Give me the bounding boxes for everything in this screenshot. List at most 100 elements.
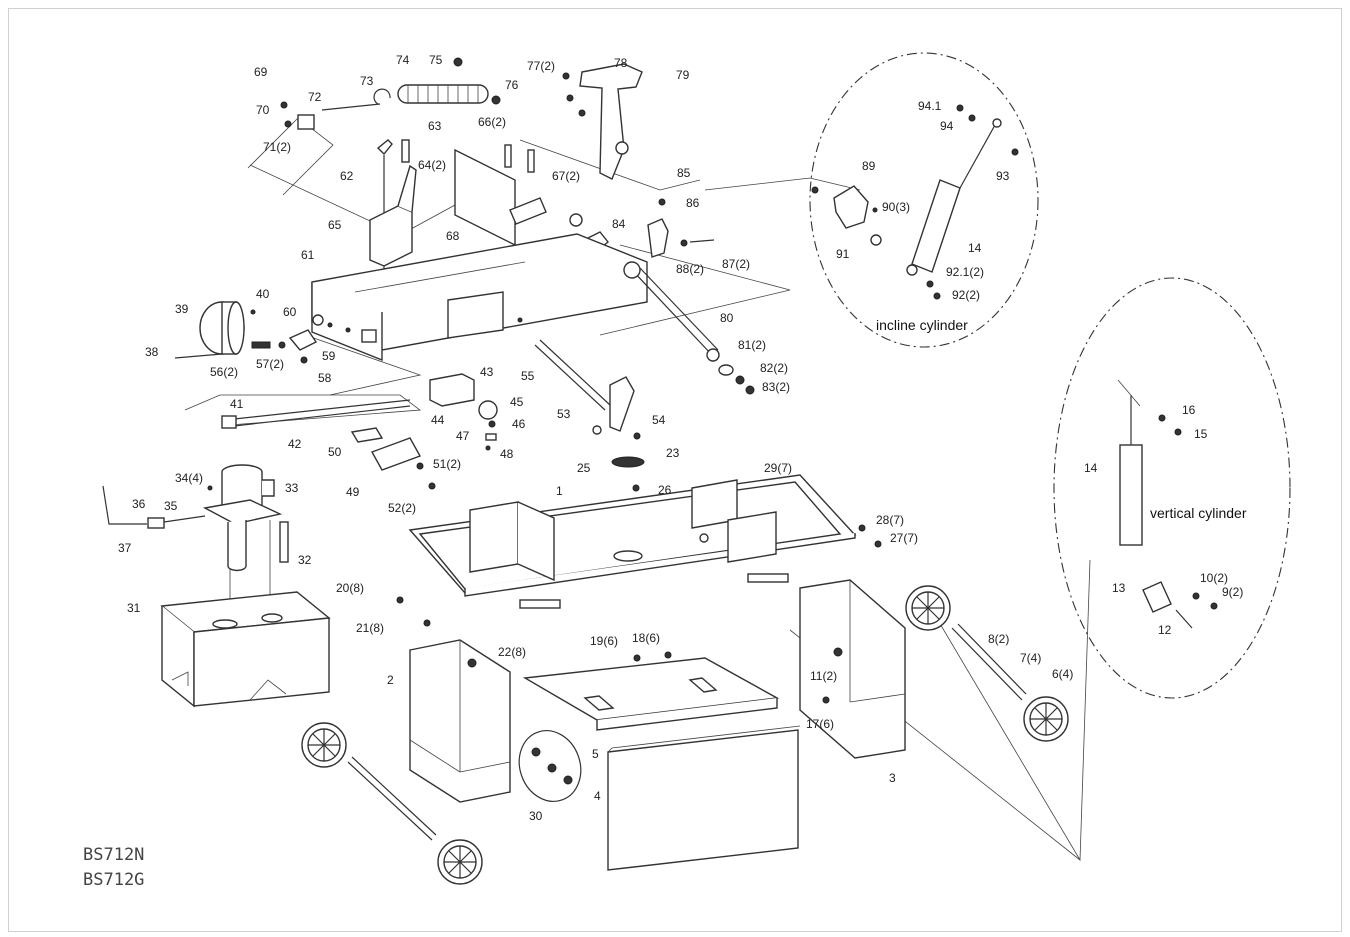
label-69: 69	[254, 65, 268, 79]
label-46: 46	[512, 417, 526, 431]
label-89: 89	[862, 159, 876, 173]
label-31: 31	[127, 601, 141, 615]
label-76: 76	[505, 78, 519, 92]
label-62: 62	[340, 169, 354, 183]
label-74: 74	[396, 53, 410, 67]
label-35: 35	[164, 499, 178, 513]
label-84: 84	[612, 217, 626, 231]
label-37: 37	[118, 541, 132, 555]
label-79: 79	[676, 68, 690, 82]
label-41: 41	[230, 397, 244, 411]
wheel-front-left	[437, 839, 483, 885]
label-90: 90(3)	[882, 200, 910, 214]
label-61: 61	[301, 248, 315, 262]
label-67: 67(2)	[552, 169, 580, 183]
label-80: 80	[720, 311, 734, 325]
label-28: 28(7)	[876, 513, 904, 527]
label-91: 91	[836, 247, 850, 261]
label-81: 81(2)	[738, 338, 766, 352]
label-85: 85	[677, 166, 691, 180]
label-38: 38	[145, 345, 159, 359]
label-4: 4	[594, 789, 601, 803]
label-94-1: 94.1	[918, 99, 942, 113]
label-17: 17(6)	[806, 717, 834, 731]
incline-cylinder-caption: incline cylinder	[876, 317, 968, 333]
part-labels: 1 2 3 4 5 6(4) 7(4) 8(2) 9(2) 10(2) 11(2…	[118, 53, 1243, 823]
label-2: 2	[387, 673, 394, 687]
label-49: 49	[346, 485, 360, 499]
label-83: 83(2)	[762, 380, 790, 394]
saw-arm-body	[311, 233, 648, 362]
label-77: 77(2)	[527, 59, 555, 73]
label-93: 93	[996, 169, 1010, 183]
tension-spring	[397, 84, 489, 104]
vertical-cylinder-caption: vertical cylinder	[1150, 505, 1247, 521]
label-40: 40	[256, 287, 270, 301]
incline-cylinder-inset	[809, 52, 1039, 348]
label-88: 88(2)	[676, 262, 704, 276]
label-9: 9(2)	[1222, 585, 1243, 599]
label-8: 8(2)	[988, 632, 1009, 646]
label-16: 16	[1182, 403, 1196, 417]
model-number-2: BS712G	[83, 870, 144, 890]
label-1: 1	[556, 484, 563, 498]
label-44: 44	[431, 413, 445, 427]
wheel-rear-left	[301, 722, 347, 768]
label-45: 45	[510, 395, 524, 409]
label-65: 65	[328, 218, 342, 232]
label-70: 70	[256, 103, 270, 117]
coolant-tank-assembly	[102, 464, 331, 708]
label-5: 5	[592, 747, 599, 761]
vertical-cylinder-inset	[1053, 277, 1291, 699]
label-34: 34(4)	[175, 471, 203, 485]
label-30: 30	[529, 809, 543, 823]
label-63: 63	[428, 119, 442, 133]
label-32: 32	[298, 553, 312, 567]
label-86: 86	[686, 196, 700, 210]
label-18: 18(6)	[632, 631, 660, 645]
label-27: 27(7)	[890, 531, 918, 545]
label-47: 47	[456, 429, 470, 443]
label-25: 25	[577, 461, 591, 475]
label-53: 53	[557, 407, 571, 421]
label-51: 51(2)	[433, 457, 461, 471]
label-64: 64(2)	[418, 158, 446, 172]
label-6: 6(4)	[1052, 667, 1073, 681]
label-68: 68	[446, 229, 460, 243]
label-66: 66(2)	[478, 115, 506, 129]
wheel-front-right	[1023, 696, 1069, 742]
label-52: 52(2)	[388, 501, 416, 515]
label-58: 58	[318, 371, 332, 385]
label-39: 39	[175, 302, 189, 316]
model-number-1: BS712N	[83, 845, 144, 865]
label-10: 10(2)	[1200, 571, 1228, 585]
label-55: 55	[521, 369, 535, 383]
label-14-incline: 14	[968, 241, 982, 255]
label-94: 94	[940, 119, 954, 133]
label-56: 56(2)	[210, 365, 238, 379]
label-87: 87(2)	[722, 257, 750, 271]
label-33: 33	[285, 481, 299, 495]
saw-head-assembly	[174, 57, 755, 492]
label-73: 73	[360, 74, 374, 88]
label-23: 23	[666, 446, 680, 460]
base-tray	[408, 474, 882, 609]
label-26: 26	[658, 483, 672, 497]
label-7: 7(4)	[1020, 651, 1041, 665]
label-29: 29(7)	[764, 461, 792, 475]
label-21: 21(8)	[356, 621, 384, 635]
label-92: 92(2)	[952, 288, 980, 302]
label-59: 59	[322, 349, 336, 363]
label-14-vertical: 14	[1084, 461, 1098, 475]
label-78: 78	[614, 56, 628, 70]
stand-assembly	[301, 579, 1069, 885]
label-82: 82(2)	[760, 361, 788, 375]
wheel-rear-right	[905, 585, 951, 631]
label-3: 3	[889, 771, 896, 785]
label-60: 60	[283, 305, 297, 319]
label-13: 13	[1112, 581, 1126, 595]
label-54: 54	[652, 413, 666, 427]
label-11: 11(2)	[810, 669, 837, 683]
label-57: 57(2)	[256, 357, 284, 371]
label-42: 42	[288, 437, 302, 451]
